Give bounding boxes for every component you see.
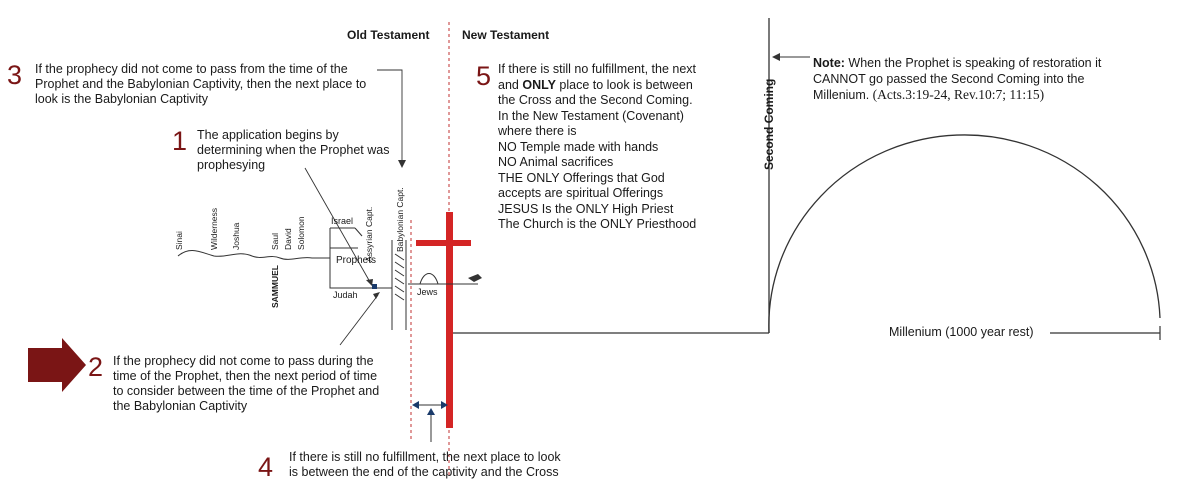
second-coming-label: Second Coming bbox=[762, 78, 776, 170]
step5-line: where there is bbox=[498, 124, 577, 138]
step5-line: The Church is the ONLY Priesthood bbox=[498, 217, 697, 231]
cross-vertical bbox=[446, 212, 453, 428]
label-wilderness: Wilderness bbox=[209, 207, 219, 250]
step3-number: 3 bbox=[7, 60, 23, 90]
label-solomon: Solomon bbox=[296, 216, 306, 250]
step5-line: NO Animal sacrifices bbox=[498, 155, 614, 169]
label-israel: Israel bbox=[331, 216, 354, 226]
step3-text: If the prophecy did not come to pass fro… bbox=[35, 62, 367, 106]
note-arrow-head bbox=[772, 53, 780, 61]
step4-line1: If there is still no fulfillment, the ne… bbox=[289, 450, 561, 464]
step4-text: If there is still no fulfillment, the ne… bbox=[289, 450, 561, 480]
note-refs: (Acts.3:19-24, Rev.10:7; 11:15) bbox=[869, 87, 1045, 102]
step5-number: 5 bbox=[476, 61, 492, 91]
step1-number: 1 bbox=[172, 126, 188, 156]
cross-horizontal bbox=[416, 240, 471, 246]
step5-line: In the New Testament (Covenant) bbox=[498, 108, 684, 123]
step5-line: and ONLY place to look is between bbox=[498, 77, 693, 92]
label-sammuel: SAMMUEL bbox=[270, 265, 280, 308]
prophet-marker bbox=[372, 284, 377, 289]
label-sinai: Sinai bbox=[174, 231, 184, 250]
step5-line: NO Temple made with hands bbox=[498, 139, 659, 154]
step1-text: The application begins by determining wh… bbox=[197, 128, 390, 172]
step2-number: 2 bbox=[88, 352, 104, 382]
step5-line: JESUS Is the ONLY High Priest bbox=[498, 201, 674, 216]
label-judah: Judah bbox=[333, 290, 358, 300]
note-body: When the Prophet is speaking of restorat… bbox=[813, 56, 1102, 102]
ot-timeline-sketch bbox=[177, 227, 478, 330]
millenium-arc bbox=[768, 134, 1161, 334]
step2-text: If the prophecy did not come to pass dur… bbox=[113, 354, 380, 413]
step2-big-arrow bbox=[28, 338, 86, 392]
note-label: Note: bbox=[813, 56, 845, 70]
step5-line: the Cross and the Second Coming. bbox=[498, 93, 693, 107]
label-david: David bbox=[283, 228, 293, 250]
label-joshua: Joshua bbox=[231, 222, 241, 250]
millenium-label: Millenium (1000 year rest) bbox=[886, 325, 1037, 339]
step5-line: THE ONLY Offerings that God bbox=[498, 170, 665, 185]
step5-line: accepts are spiritual Offerings bbox=[498, 186, 664, 200]
step5-line: If there is still no fulfillment, the ne… bbox=[498, 62, 697, 76]
old-testament-header: Old Testament bbox=[347, 28, 430, 42]
new-testament-header: New Testament bbox=[462, 28, 550, 42]
label-prophets: Prophets bbox=[336, 255, 377, 266]
label-saul: Saul bbox=[270, 232, 280, 250]
step4-line2: is between the end of the captivity and … bbox=[289, 465, 559, 479]
ark-icon bbox=[468, 274, 482, 282]
step5-text: If there is still no fulfillment, the ne… bbox=[498, 62, 758, 233]
step4-number: 4 bbox=[258, 452, 274, 482]
label-assyrian: Assyrian Capt. bbox=[364, 206, 374, 262]
note-text: Note: When the Prophet is speaking of re… bbox=[813, 56, 1113, 104]
label-babylonian: Babylonian Capt. bbox=[395, 187, 405, 252]
label-jews: Jews bbox=[417, 287, 438, 297]
